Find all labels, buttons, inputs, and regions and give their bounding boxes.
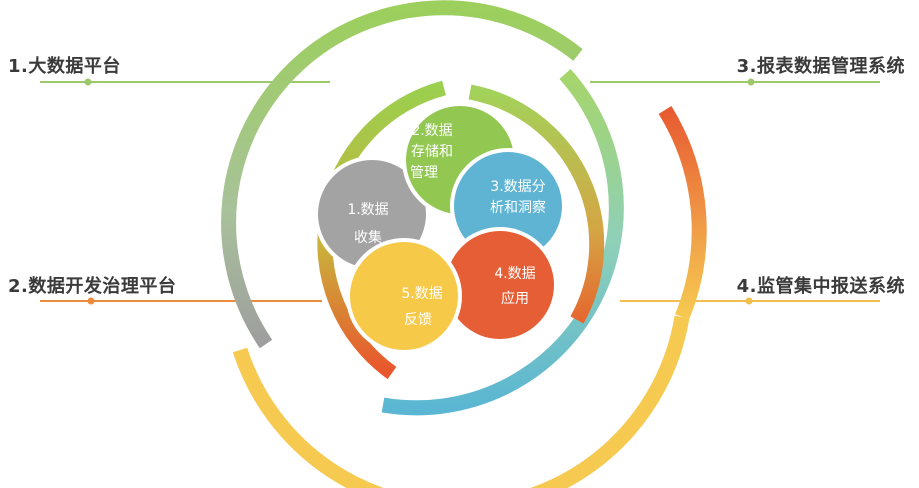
petal-store-line1: 2.数据 (411, 123, 452, 139)
petal-store-line3: 管理 (410, 165, 438, 181)
leader-dot-4 (745, 297, 753, 305)
petal-analyze-line1: 3.数据分 (490, 179, 545, 195)
petal-store-line2: 存储和 (411, 144, 453, 160)
leader-dot-3 (747, 78, 755, 86)
petal-feedback-line1: 5.数据 (401, 286, 442, 302)
petal-collect-line1: 1.数据 (347, 202, 388, 218)
petal-apply-line2: 应用 (501, 290, 529, 307)
petal-feedback (346, 238, 462, 354)
ring-inner-right (468, 84, 605, 324)
petal-analyze-line2: 析和洞察 (490, 199, 546, 216)
petal-group: 1.数据 收集 2.数据 存储和 管理 3.数据分 析和洞察 4.数据 应用 5… (314, 102, 566, 354)
petal-feedback-line2: 反馈 (404, 312, 432, 328)
ring-outer-left (221, 0, 583, 349)
leader-dot-1 (84, 78, 92, 86)
ring-far-right (658, 106, 707, 320)
label-regulatory-reporting-system: 4.监管集中报送系统 (736, 276, 905, 297)
petal-collect-line2: 收集 (354, 229, 382, 246)
label-big-data-platform: 1.大数据平台 (8, 56, 121, 77)
petal-apply-line1: 4.数据 (494, 266, 535, 282)
label-report-data-system: 3.报表数据管理系统 (736, 56, 905, 77)
label-dev-governance-platform: 2.数据开发治理平台 (8, 276, 177, 297)
leader-dot-2 (87, 297, 95, 305)
ring-bottom-yellow (232, 315, 690, 488)
